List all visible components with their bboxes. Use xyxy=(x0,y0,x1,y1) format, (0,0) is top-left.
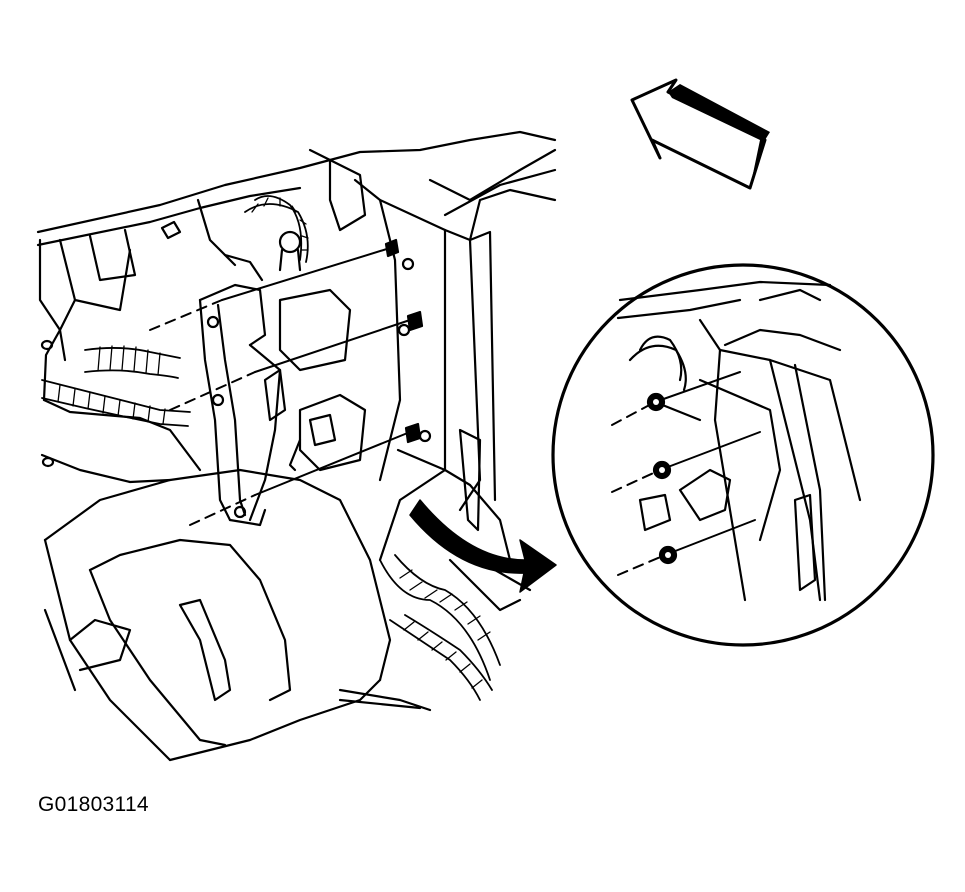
bolt-heads xyxy=(386,240,422,442)
detail-view xyxy=(553,265,933,645)
wire-harness-hatching xyxy=(58,198,490,688)
fastener-lines xyxy=(222,248,410,495)
detail-fastener-lines xyxy=(655,372,760,555)
control-module xyxy=(225,232,365,470)
front-direction-arrow-icon xyxy=(632,80,770,188)
fastener-dashes xyxy=(150,300,255,525)
dashboard-outline xyxy=(38,132,555,482)
console-trim-panel xyxy=(45,470,430,760)
detail-callout-arrow-icon xyxy=(410,500,556,592)
figure-id-label: G01803114 xyxy=(38,793,149,816)
a-pillar-frame xyxy=(310,150,555,610)
detail-nuts xyxy=(648,394,676,563)
detail-fastener-dashes xyxy=(612,402,665,575)
